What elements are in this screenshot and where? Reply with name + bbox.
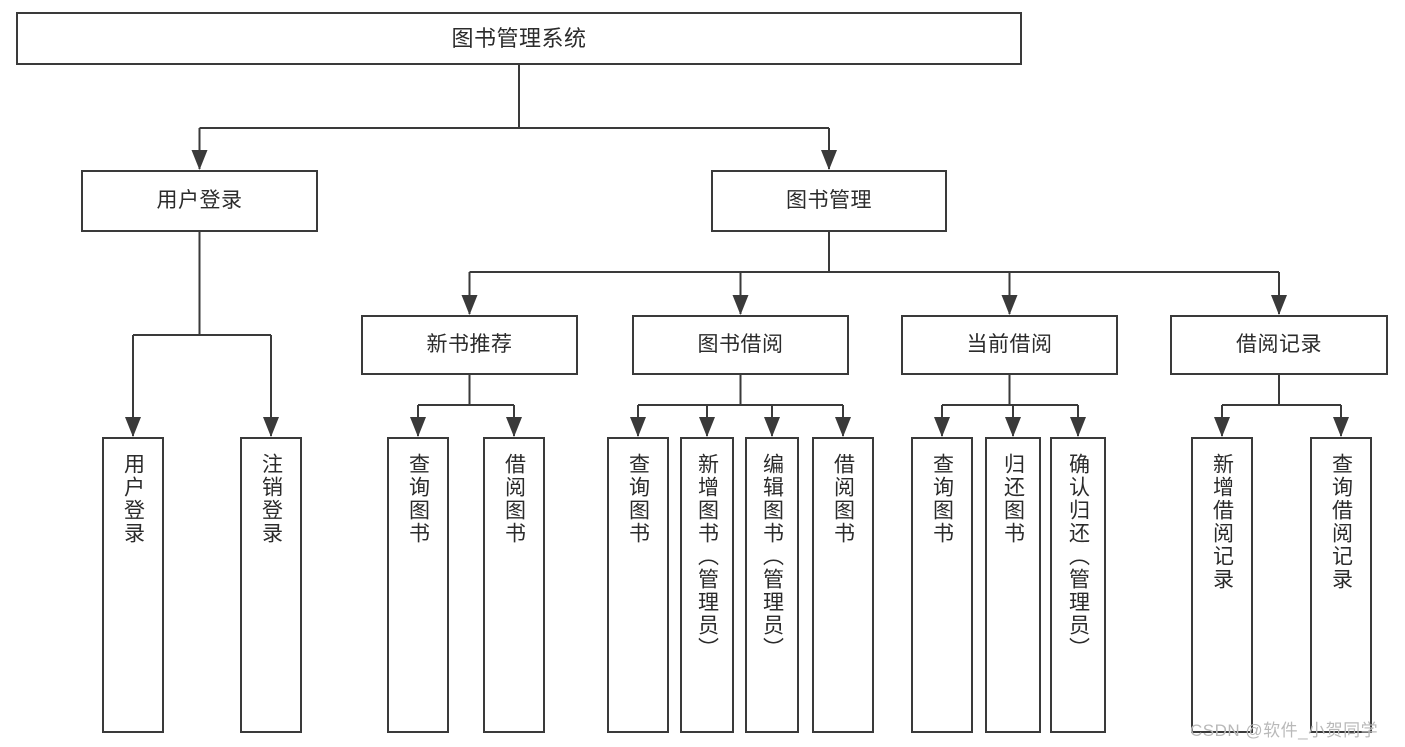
node-label: 图书管理	[786, 188, 872, 212]
arrowhead-new-book-rec-1	[506, 417, 522, 437]
node-label: 注销登录	[259, 453, 283, 545]
node-leaf-query-record[interactable]: 查询借阅记录	[1310, 437, 1372, 733]
arrowhead-current-borrow-1	[1005, 417, 1021, 437]
node-label: 查询借阅记录	[1329, 453, 1353, 591]
node-label: 归还图书	[1001, 453, 1025, 545]
node-leaf-query-book-3[interactable]: 查询图书	[911, 437, 973, 733]
node-leaf-query-book-1[interactable]: 查询图书	[387, 437, 449, 733]
arrowhead-current-borrow-0	[934, 417, 950, 437]
arrowhead-user-login-1	[263, 417, 279, 437]
node-leaf-add-book[interactable]: 新增图书（管理员）	[680, 437, 734, 733]
node-user-login[interactable]: 用户登录	[81, 170, 318, 232]
node-leaf-confirm-return[interactable]: 确认归还（管理员）	[1050, 437, 1106, 733]
node-label: 新增图书（管理员）	[695, 453, 719, 660]
arrowhead-book-borrow-2	[764, 417, 780, 437]
node-leaf-user-login[interactable]: 用户登录	[102, 437, 164, 733]
arrowhead-root-1	[821, 150, 837, 170]
arrowhead-borrow-record-1	[1333, 417, 1349, 437]
node-leaf-borrow-book-1[interactable]: 借阅图书	[483, 437, 545, 733]
arrowhead-borrow-record-0	[1214, 417, 1230, 437]
node-current-borrow[interactable]: 当前借阅	[901, 315, 1118, 375]
node-label: 查询图书	[930, 453, 954, 545]
node-label: 新增借阅记录	[1210, 453, 1234, 591]
node-label: 确认归还（管理员）	[1066, 453, 1090, 660]
node-label: 借阅图书	[502, 453, 526, 545]
arrowhead-book-manage-2	[1001, 295, 1018, 315]
arrowhead-book-borrow-1	[699, 417, 715, 437]
arrowhead-book-manage-3	[1271, 295, 1287, 315]
arrowhead-new-book-rec-0	[410, 417, 426, 437]
node-leaf-add-record[interactable]: 新增借阅记录	[1191, 437, 1253, 733]
arrowhead-book-borrow-0	[630, 417, 646, 437]
arrowhead-root-0	[191, 150, 208, 170]
node-label: 图书借阅	[697, 332, 784, 356]
node-label: 用户登录	[156, 188, 243, 212]
node-leaf-edit-book[interactable]: 编辑图书（管理员）	[745, 437, 799, 733]
node-leaf-borrow-book-2[interactable]: 借阅图书	[812, 437, 874, 733]
arrowhead-current-borrow-2	[1070, 417, 1086, 437]
node-label: 借阅记录	[1236, 332, 1322, 356]
node-label: 借阅图书	[831, 453, 855, 545]
node-label: 用户登录	[121, 453, 145, 545]
node-book-manage[interactable]: 图书管理	[711, 170, 947, 232]
node-book-borrow[interactable]: 图书借阅	[632, 315, 849, 375]
node-leaf-query-book-2[interactable]: 查询图书	[607, 437, 669, 733]
node-new-book-rec[interactable]: 新书推荐	[361, 315, 578, 375]
arrowhead-user-login-0	[125, 417, 141, 437]
node-borrow-record[interactable]: 借阅记录	[1170, 315, 1388, 375]
node-root[interactable]: 图书管理系统	[16, 12, 1022, 65]
node-leaf-return-book[interactable]: 归还图书	[985, 437, 1041, 733]
node-label: 查询图书	[626, 453, 650, 545]
arrowhead-book-manage-0	[461, 295, 478, 315]
node-leaf-logout[interactable]: 注销登录	[240, 437, 302, 733]
node-label: 图书管理系统	[451, 25, 587, 51]
node-label: 当前借阅	[966, 332, 1053, 356]
arrowhead-book-manage-1	[732, 295, 749, 315]
node-label: 查询图书	[406, 453, 430, 545]
node-label: 新书推荐	[426, 332, 513, 356]
arrowhead-book-borrow-3	[835, 417, 851, 437]
node-label: 编辑图书（管理员）	[760, 453, 784, 660]
csdn-watermark: CSDN @软件_小贺同学	[1190, 721, 1379, 740]
